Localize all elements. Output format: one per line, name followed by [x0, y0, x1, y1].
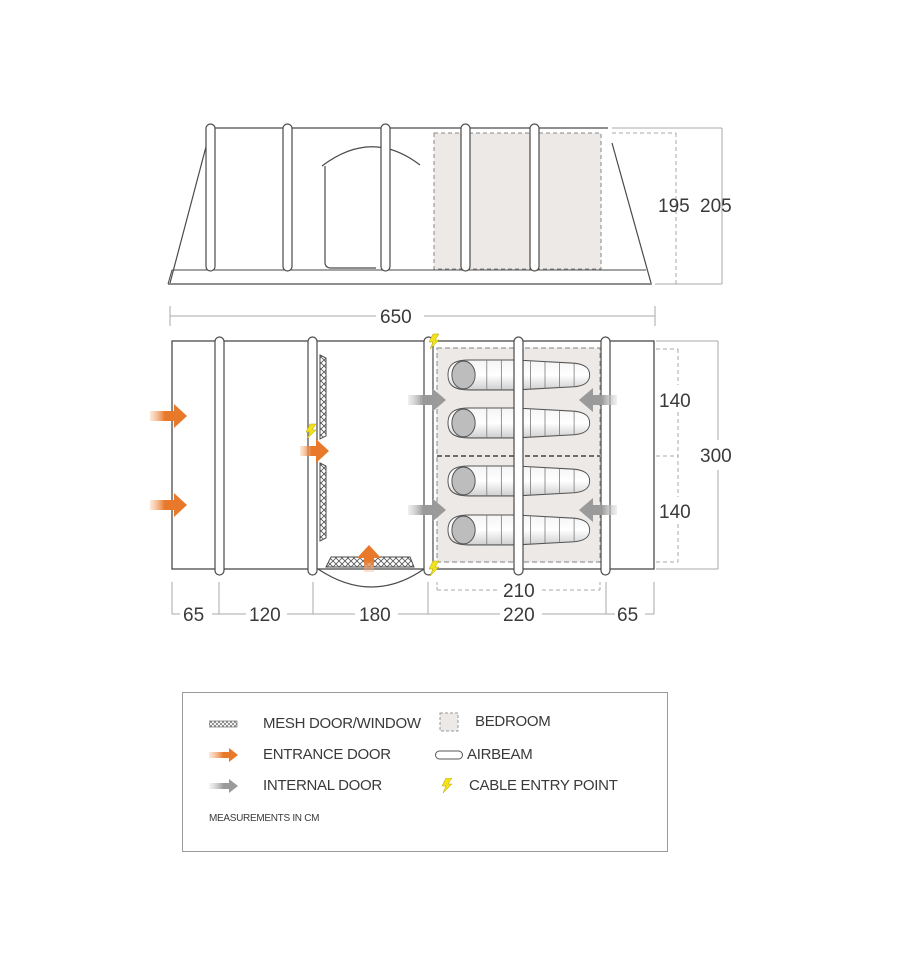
internal-door-arrows	[408, 388, 617, 522]
legend: MESH DOOR/WINDOW ENTRANCE DOOR INTERNAL …	[182, 692, 668, 852]
legend-item-entrance-door: ENTRANCE DOOR	[209, 746, 391, 763]
section-length-2: 120	[249, 605, 281, 626]
legend-label: AIRBEAM	[467, 746, 533, 763]
section-length-1: 65	[183, 605, 204, 626]
bedroom-length-label: 210	[503, 581, 535, 602]
legend-label: ENTRANCE DOOR	[263, 746, 391, 763]
total-width-label: 300	[700, 446, 732, 467]
legend-item-bedroom: BEDROOM	[439, 712, 551, 731]
legend-label: MESH DOOR/WINDOW	[263, 715, 421, 732]
legend-label: BEDROOM	[475, 713, 551, 730]
mesh-icon	[209, 716, 249, 732]
legend-item-internal-door: INTERNAL DOOR	[209, 777, 382, 794]
height-outer-label: 205	[700, 196, 732, 217]
airbeam-icon	[435, 747, 463, 763]
internal-arrow-icon	[209, 778, 249, 794]
legend-label: INTERNAL DOOR	[263, 777, 382, 794]
bedroom-width-label-1: 140	[659, 391, 691, 412]
bedroom-width-label-2: 140	[659, 502, 691, 523]
section-length-3: 180	[359, 605, 391, 626]
measurements-note: MEASUREMENTS IN CM	[209, 813, 320, 824]
height-inner-label: 195	[658, 196, 690, 217]
legend-item-cable-entry: CABLE ENTRY POINT	[441, 777, 618, 794]
total-length-label: 650	[380, 307, 412, 328]
mesh-window	[319, 462, 327, 542]
section-length-5: 65	[617, 605, 638, 626]
legend-item-airbeam: AIRBEAM	[435, 746, 533, 763]
mesh-window	[319, 354, 327, 440]
entrance-arrow-icon	[209, 747, 249, 763]
bedroom-side-fill	[434, 133, 601, 269]
legend-item-mesh: MESH DOOR/WINDOW	[209, 715, 421, 732]
legend-label: CABLE ENTRY POINT	[469, 777, 618, 794]
entrance-door-arrows	[150, 404, 381, 572]
section-length-4: 220	[503, 605, 535, 626]
cable-entry-icon	[441, 777, 455, 794]
bedroom-icon	[439, 712, 461, 731]
top-view: 650	[150, 306, 732, 626]
airbeam-side	[205, 123, 540, 272]
side-view: 195 205	[167, 123, 732, 285]
